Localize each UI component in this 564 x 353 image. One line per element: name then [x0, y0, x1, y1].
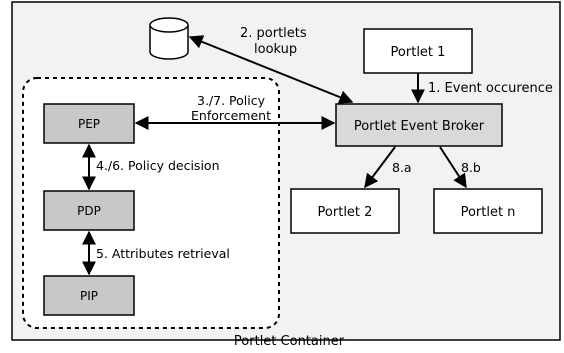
portlet-1-box	[363, 28, 473, 74]
portlet-container-label: Portlet Container	[234, 334, 345, 349]
pip-box	[43, 275, 135, 316]
portlet-1-label: Portlet 1	[391, 45, 446, 60]
event-broker-box	[335, 103, 503, 147]
attributes-retrieval-label: 5. Attributes retrieval	[96, 246, 230, 261]
pep-box	[43, 103, 135, 144]
to-portlet-2-label: 8.a	[392, 160, 412, 175]
lookup-arrow	[188, 35, 354, 104]
to-portlet-n-label: 8.b	[461, 160, 481, 175]
portlet-2-box	[290, 188, 400, 234]
portlet-n-box	[433, 188, 543, 234]
pip-label: PIP	[80, 289, 98, 303]
lookup-label-line1: 2. portlets	[240, 26, 307, 41]
broker-to-portlet-2-arrow	[364, 146, 396, 189]
pdp-label: PDP	[77, 204, 101, 218]
policy-decision-label: 4./6. Policy decision	[96, 158, 220, 173]
portlet-n-label: Portlet n	[461, 205, 516, 220]
policy-label-line1: 3./7. Policy	[197, 93, 266, 108]
pdp-box	[43, 190, 135, 231]
portlet-2-label: Portlet 2	[318, 205, 373, 220]
database-icon	[149, 17, 189, 60]
event-broker-label: Portlet Event Broker	[354, 119, 485, 134]
broker-to-portlet-n-arrow	[439, 146, 467, 189]
policy-label-line2: Enforcement	[191, 108, 271, 123]
pep-label: PEP	[78, 117, 100, 131]
lookup-label-line2: lookup	[254, 42, 297, 57]
event-occurence-label: 1. Event occurence	[428, 81, 553, 96]
